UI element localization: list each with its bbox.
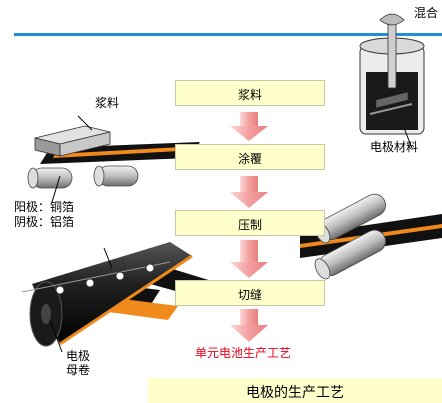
cathode-label: 阴极：铝箔 bbox=[14, 215, 75, 229]
mixing-tank-illustration bbox=[359, 13, 425, 149]
step-box-slitting: 切缝 bbox=[175, 280, 325, 306]
step-label-slurry: 浆料 bbox=[237, 88, 262, 102]
caption-bar: 电极的生产工艺 bbox=[148, 378, 442, 403]
step-label-coating: 涂覆 bbox=[237, 152, 262, 166]
top-divider-line bbox=[14, 33, 442, 36]
step-label-pressing: 压制 bbox=[237, 218, 262, 232]
flow-arrow-2 bbox=[230, 176, 268, 208]
step-box-coating: 涂覆 bbox=[175, 144, 325, 170]
electrode-material-label: 电极材料 bbox=[370, 140, 419, 154]
press-rollers-illustration bbox=[300, 193, 442, 280]
step-box-slurry: 浆料 bbox=[175, 80, 325, 106]
anode-label: 阳极：铜箔 bbox=[14, 200, 75, 214]
slurry-label: 浆料 bbox=[95, 96, 120, 110]
flow-arrow-3 bbox=[230, 240, 268, 278]
mix-label: 混合 bbox=[414, 6, 439, 20]
electrode-roll-label-line1: 电极 bbox=[66, 349, 91, 363]
slitting-roll-illustration bbox=[21, 242, 215, 353]
electrode-roll-label-line2: 母卷 bbox=[66, 363, 91, 377]
flow-arrow-4 bbox=[230, 309, 268, 342]
flow-arrow-1 bbox=[230, 112, 268, 141]
coating-machine-illustration bbox=[27, 115, 200, 203]
step-label-slitting: 切缝 bbox=[237, 288, 262, 302]
final-step-label: 单元电池生产工艺 bbox=[195, 346, 292, 360]
step-box-pressing: 压制 bbox=[175, 210, 325, 236]
caption-title: 电极的生产工艺 bbox=[246, 385, 344, 401]
